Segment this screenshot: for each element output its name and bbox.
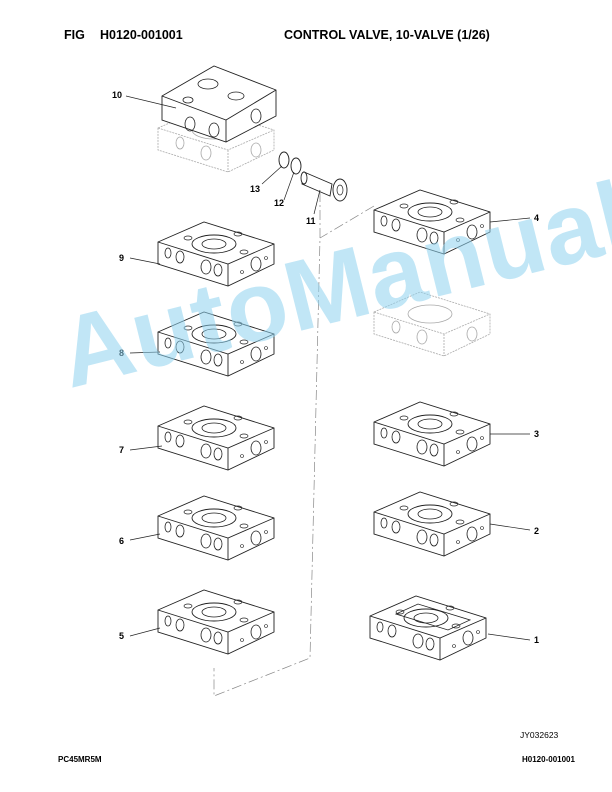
fig-code: H0120-001001	[100, 28, 183, 42]
part-13-oring	[278, 151, 290, 169]
callout-7: 7	[119, 445, 125, 455]
callout-5: 5	[119, 631, 125, 641]
callout-10: 10	[112, 90, 123, 100]
part-12-oring	[290, 157, 302, 175]
figure-title: CONTROL VALVE, 10-VALVE (1/26)	[284, 28, 490, 42]
callout-3: 3	[534, 429, 540, 439]
callout-9: 9	[119, 253, 125, 263]
footer-page-code: H0120-001001	[522, 755, 575, 764]
leader-lines	[125, 95, 531, 641]
callout-2: 2	[534, 526, 540, 536]
callout-12: 12	[274, 198, 285, 208]
part-11-plug	[300, 171, 348, 202]
callout-8: 8	[119, 348, 125, 358]
callout-6: 6	[119, 536, 125, 546]
part-3-section	[373, 401, 491, 467]
callout-13: 13	[250, 184, 261, 194]
assembly-line	[213, 192, 321, 697]
part-10-cover	[157, 65, 277, 173]
callout-11: 11	[306, 216, 316, 226]
footer-model: PC45MR5M	[58, 755, 102, 764]
callout-4: 4	[534, 213, 540, 223]
fig-label: FIG	[64, 28, 85, 42]
part-2-section	[373, 491, 491, 557]
callout-1: 1	[534, 635, 540, 645]
part-5-section	[157, 589, 275, 655]
part-6-section	[157, 495, 275, 561]
assembly-line-right	[319, 205, 375, 239]
part-7-section	[157, 405, 275, 471]
drawing-code: JY032623	[520, 730, 559, 740]
part-1-end-section	[369, 595, 487, 661]
